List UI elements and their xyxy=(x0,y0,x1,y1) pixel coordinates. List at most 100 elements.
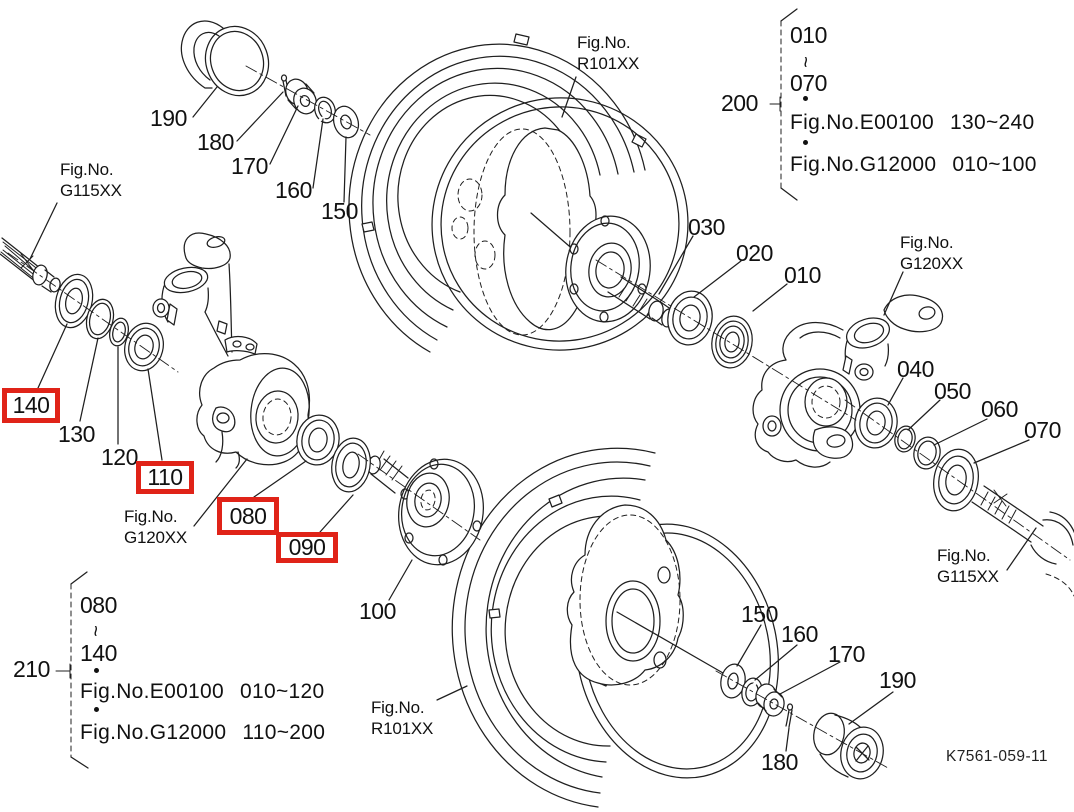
figref-line1: Fig.No. xyxy=(60,160,114,179)
group-200-entry-1: Fig.No.E00100 130~240 xyxy=(790,112,1034,133)
callout-150-top-left: 150 xyxy=(321,198,358,224)
drawing-code: K7561-059-11 xyxy=(946,748,1048,765)
steering-knuckle-right xyxy=(752,294,944,468)
callout-180-bottom-right: 180 xyxy=(761,749,798,775)
group-200-dot-1 xyxy=(803,96,808,101)
wheel-rim-top xyxy=(348,33,689,353)
entry-range: 130~240 xyxy=(950,111,1035,134)
callout-080-highlighted[interactable]: 080 xyxy=(217,497,279,535)
figref-line2: R101XX xyxy=(371,719,434,739)
callout-110-label: 110 xyxy=(147,464,183,490)
figref-line1: Fig.No. xyxy=(900,233,954,252)
group-200-range-end: 070 xyxy=(790,70,827,96)
seal-010 xyxy=(711,315,753,369)
group-210-entry-1: Fig.No.E00100 010~120 xyxy=(80,681,324,702)
entry-fig: Fig.No.G12000 xyxy=(790,153,937,176)
entry-range: 010~100 xyxy=(952,153,1037,176)
callout-140-highlighted[interactable]: 140 xyxy=(2,388,60,423)
callout-070: 070 xyxy=(1024,417,1061,443)
group-200-bracket xyxy=(769,8,798,201)
group-210-dot-2 xyxy=(94,707,99,712)
lock-washer-160-top xyxy=(314,96,336,124)
entry-fig: Fig.No.G12000 xyxy=(80,721,227,744)
seal-090 xyxy=(331,437,371,493)
figref-line2: R101XX xyxy=(577,54,640,74)
callout-190-top-left: 190 xyxy=(150,105,187,131)
figref-line2: G115XX xyxy=(937,567,999,587)
callout-040: 040 xyxy=(897,356,934,382)
castle-nut-170-bottom xyxy=(755,683,785,717)
callout-180-top-left: 180 xyxy=(197,129,234,155)
brake-drum-bottom xyxy=(566,504,724,686)
snap-ring-050 xyxy=(894,425,916,453)
callout-010: 010 xyxy=(784,262,821,288)
cotter-pin-180-bottom xyxy=(785,703,794,728)
callout-170-top-left: 170 xyxy=(231,153,268,179)
group-210-label: 210 xyxy=(13,656,50,682)
figref-line1: Fig.No. xyxy=(937,546,991,565)
callout-120: 120 xyxy=(101,444,138,470)
group-210-bracket xyxy=(55,571,89,769)
figref-line2: G115XX xyxy=(60,181,122,201)
callout-130: 130 xyxy=(58,421,95,447)
oil-seal-140 xyxy=(54,273,94,329)
snap-ring-130 xyxy=(85,298,115,340)
callout-100: 100 xyxy=(359,598,396,624)
steering-knuckle-left xyxy=(152,232,311,469)
figref-r101-top-wheel: Fig.No. R101XX xyxy=(577,32,639,75)
entry-fig: Fig.No.E00100 xyxy=(80,680,224,703)
figref-line1: Fig.No. xyxy=(577,33,631,52)
group-210-dot-1 xyxy=(94,668,99,673)
callout-110-highlighted[interactable]: 110 xyxy=(136,461,194,494)
group-210-range-start: 080 xyxy=(80,592,117,618)
axle-shaft-right xyxy=(971,485,1074,597)
figref-g115-top-left: Fig.No. G115XX xyxy=(60,159,122,202)
callout-170-bottom-right: 170 xyxy=(828,641,865,667)
wheel-hub-030 xyxy=(565,215,675,328)
leader-lines xyxy=(29,76,1037,752)
figref-r101-bottom-wheel: Fig.No. R101XX xyxy=(371,697,433,740)
seal-070 xyxy=(933,448,979,512)
figref-line1: Fig.No. xyxy=(124,507,178,526)
figref-g115-bottom-right: Fig.No. G115XX xyxy=(937,545,999,588)
figref-line1: Fig.No. xyxy=(371,698,425,717)
callout-020: 020 xyxy=(736,240,773,266)
castle-nut-170-top xyxy=(285,78,317,115)
axle-shaft-left xyxy=(0,237,61,293)
group-210-tilde: ~ xyxy=(83,625,106,637)
center-axis-lines xyxy=(7,65,1071,769)
callout-090-highlighted[interactable]: 090 xyxy=(276,532,338,563)
entry-fig: Fig.No.E00100 xyxy=(790,111,934,134)
callout-140-label: 140 xyxy=(12,392,50,418)
callout-190-bottom-right: 190 xyxy=(879,667,916,693)
hub-cap-190-top xyxy=(180,20,270,97)
figref-line2: G120XX xyxy=(900,254,964,274)
group-210-entry-2: Fig.No.G12000 110~200 xyxy=(80,722,325,743)
hub-cap-190-bottom xyxy=(813,712,884,780)
bearing-040 xyxy=(854,397,898,449)
group-200-range-start: 010 xyxy=(790,22,827,48)
callout-090-label: 090 xyxy=(288,534,326,560)
group-200-tilde: ~ xyxy=(793,56,816,68)
callout-160-bottom-right: 160 xyxy=(781,621,818,647)
callout-080-label: 080 xyxy=(229,502,267,529)
figref-g120-left: Fig.No. G120XX xyxy=(124,506,187,549)
washer-150-top xyxy=(332,105,360,139)
wheel-hub-100 xyxy=(352,449,484,566)
figref-line2: G120XX xyxy=(124,528,188,548)
group-200-label: 200 xyxy=(721,90,758,116)
bearing-110 xyxy=(124,322,164,372)
callout-060: 060 xyxy=(981,396,1018,422)
group-200-dot-2 xyxy=(803,140,808,145)
callout-030: 030 xyxy=(688,214,725,240)
group-200-entry-2: Fig.No.G12000 010~100 xyxy=(790,154,1037,175)
entry-range: 110~200 xyxy=(242,721,326,744)
entry-range: 010~120 xyxy=(240,680,325,703)
callout-050: 050 xyxy=(934,378,971,404)
figref-g120-right: Fig.No. G120XX xyxy=(900,232,963,275)
callout-150-bottom-right: 150 xyxy=(741,601,778,627)
ring-120 xyxy=(109,317,129,347)
callout-160-top-left: 160 xyxy=(275,177,312,203)
